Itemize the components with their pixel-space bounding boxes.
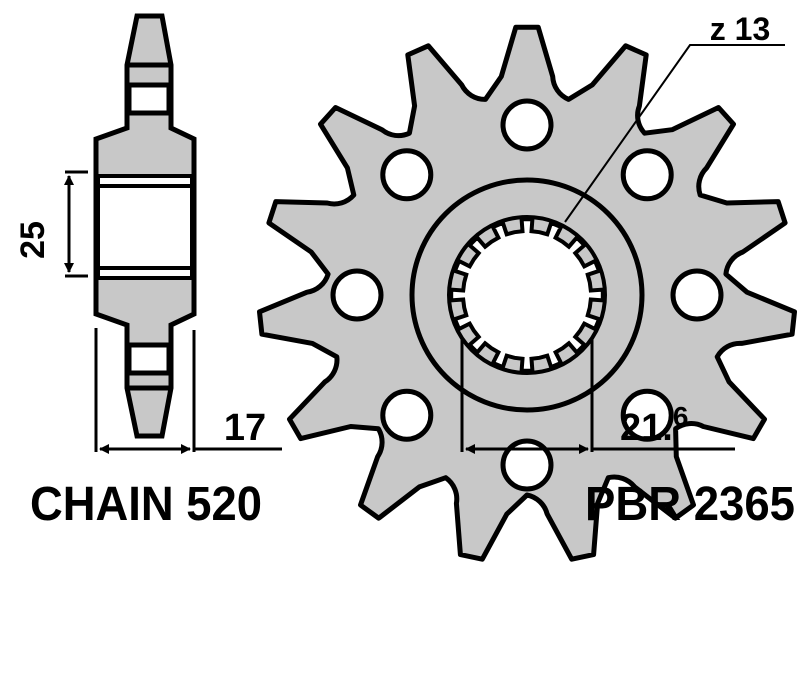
side-view: [93, 13, 197, 439]
spline-dimension-main: 21.: [620, 407, 673, 449]
teeth-count-label: z 13: [710, 11, 770, 47]
bolt-hole: [500, 98, 554, 152]
spline-dimension: [460, 338, 735, 454]
bore-dimension: [64, 170, 88, 278]
spline-bore: [449, 217, 605, 373]
bolt-hole: [380, 148, 434, 202]
tooth-window-top: [126, 82, 172, 116]
tooth-window-bottom: [126, 342, 172, 376]
thickness-dimension: [94, 328, 282, 454]
sprocket-front-view: [257, 24, 797, 562]
bore-section: [96, 174, 194, 280]
teeth-leader: [564, 44, 785, 223]
hub-circle: [409, 177, 645, 413]
thickness-label: 17: [224, 407, 266, 449]
bore-width-label: 25: [14, 221, 52, 259]
spline-dimension-decimal: 6: [673, 401, 689, 432]
bolt-hole: [620, 388, 674, 442]
bolt-hole: [670, 268, 724, 322]
part-number-label: PBR 2365: [585, 478, 795, 531]
bolt-hole: [620, 148, 674, 202]
bolt-hole: [330, 268, 384, 322]
bolt-hole: [380, 388, 434, 442]
chain-label: CHAIN 520: [30, 478, 262, 531]
spline-dimension-label: 21.6: [620, 401, 688, 449]
